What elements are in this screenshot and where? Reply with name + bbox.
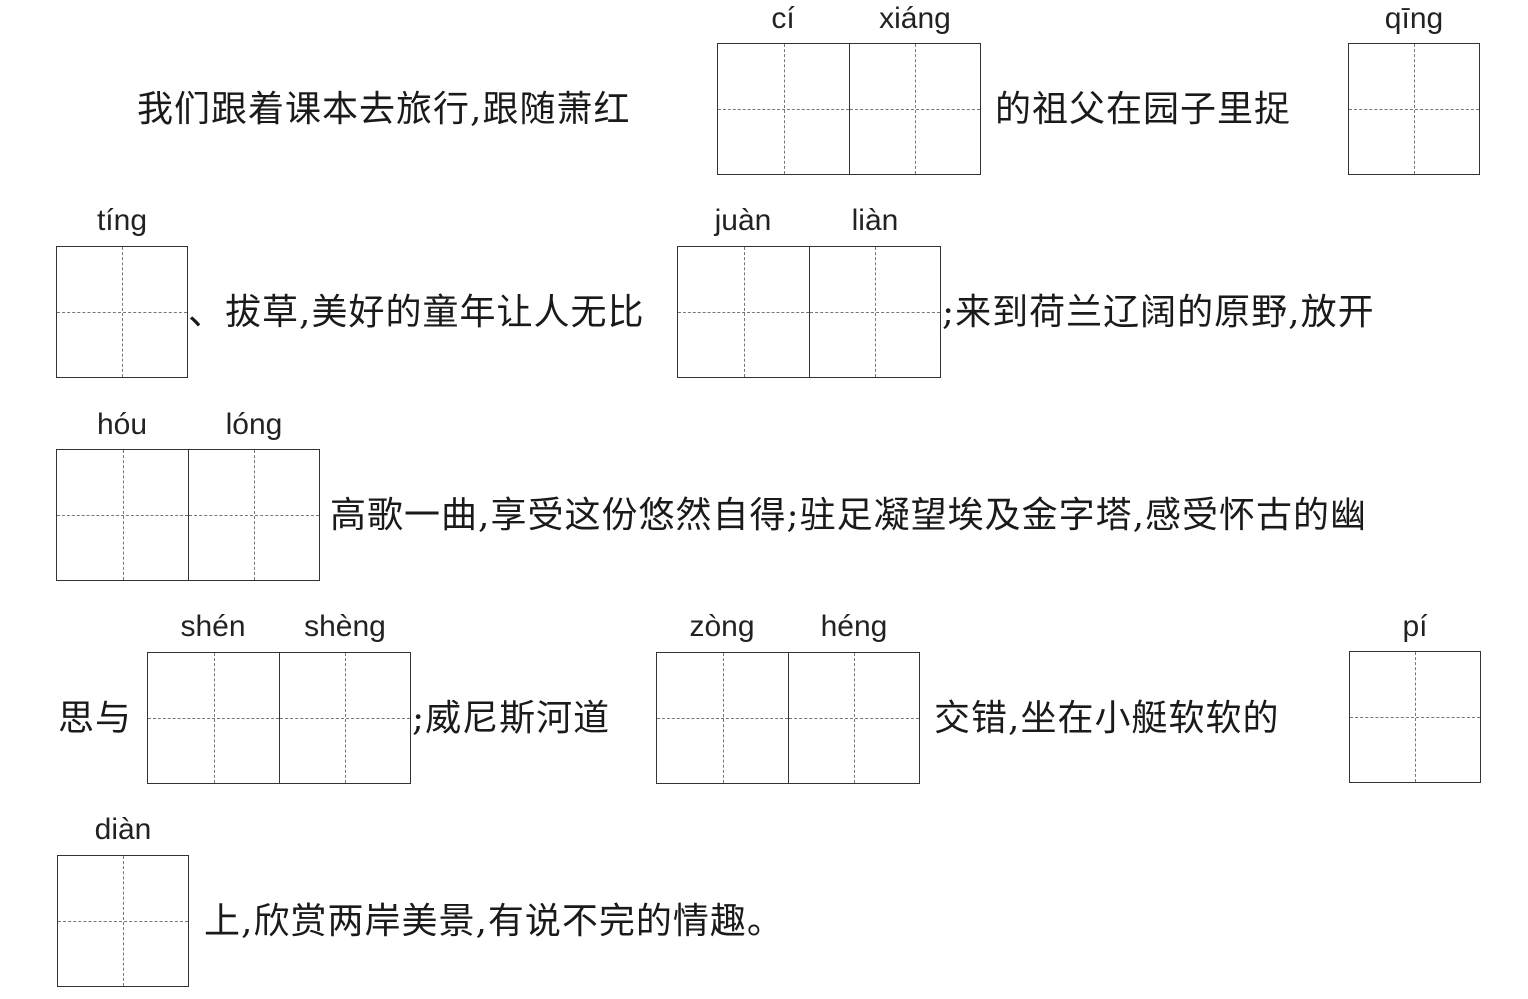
sentence-text: 我们跟着课本去旅行,跟随萧红	[137, 89, 631, 130]
sentence-text: 、拔草,美好的童年让人无比	[188, 292, 645, 333]
writing-cell[interactable]	[1349, 44, 1479, 174]
pinyin-label: cí	[771, 2, 795, 35]
pinyin-label: héng	[820, 610, 888, 643]
sentence-text: 上,欣赏两岸美景,有说不完的情趣。	[204, 901, 784, 942]
answer-box[interactable]	[147, 652, 411, 784]
sentence-text: 高歌一曲,享受这份悠然自得;驻足凝望埃及金字塔,感受怀古的幽	[330, 495, 1368, 536]
pinyin-label: liàn	[851, 204, 899, 237]
pinyin-label: shèng	[304, 610, 386, 643]
pinyin-label: tíng	[96, 204, 148, 237]
writing-cell[interactable]	[58, 856, 188, 986]
pinyin-label: shén	[180, 610, 246, 643]
answer-box[interactable]	[717, 43, 981, 175]
answer-box[interactable]	[677, 246, 941, 378]
pinyin-label: zòng	[689, 610, 755, 643]
pinyin-label: juàn	[714, 204, 772, 237]
sentence-text: ;来到荷兰辽阔的原野,放开	[942, 292, 1375, 333]
answer-box[interactable]	[1348, 43, 1480, 175]
writing-cell[interactable]	[57, 450, 188, 580]
sentence-text: 交错,坐在小艇软软的	[934, 698, 1280, 739]
answer-box[interactable]	[1349, 651, 1481, 783]
sentence-text: ;威尼斯河道	[412, 698, 611, 739]
sentence-text: 思与	[58, 698, 133, 739]
writing-cell[interactable]	[849, 44, 980, 174]
writing-cell[interactable]	[678, 247, 809, 377]
writing-cell[interactable]	[809, 247, 940, 377]
pinyin-label: hóu	[96, 408, 148, 441]
writing-cell[interactable]	[148, 653, 279, 783]
answer-box[interactable]	[656, 652, 920, 784]
writing-cell[interactable]	[279, 653, 410, 783]
writing-cell[interactable]	[718, 44, 849, 174]
pinyin-label: xiáng	[879, 2, 951, 35]
writing-cell[interactable]	[57, 247, 187, 377]
writing-cell[interactable]	[788, 653, 919, 783]
pinyin-label: diàn	[94, 813, 152, 846]
sentence-text: 的祖父在园子里捉	[995, 89, 1292, 130]
answer-box[interactable]	[56, 246, 188, 378]
pinyin-label: qīng	[1384, 2, 1444, 35]
pinyin-label: lóng	[225, 408, 283, 441]
answer-box[interactable]	[56, 449, 320, 581]
pinyin-label: pí	[1402, 610, 1428, 643]
answer-box[interactable]	[57, 855, 189, 987]
writing-cell[interactable]	[1350, 652, 1480, 782]
writing-cell[interactable]	[657, 653, 788, 783]
writing-cell[interactable]	[188, 450, 319, 580]
